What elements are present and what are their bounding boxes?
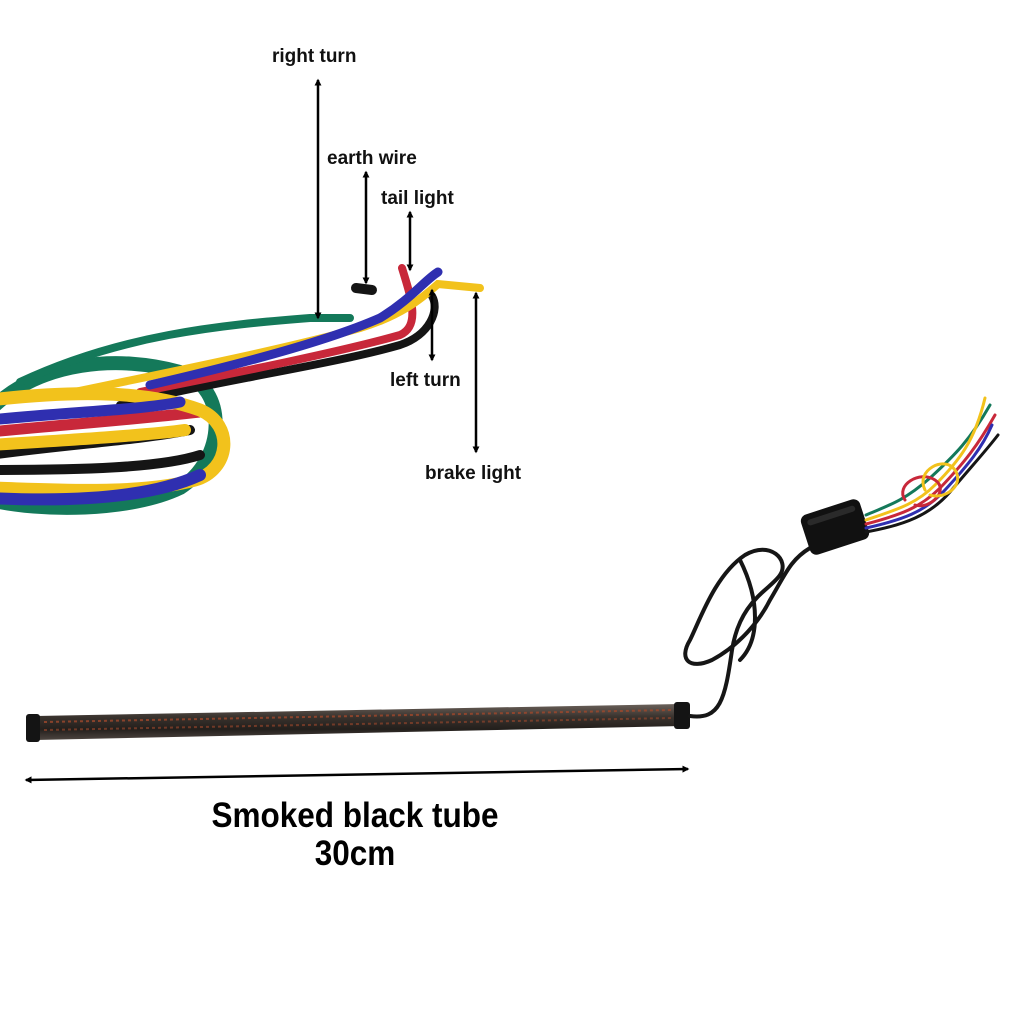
callout-arrows (24, 78, 690, 784)
lead-cable (683, 546, 812, 719)
red-wire (0, 406, 206, 437)
blue-wire (0, 469, 206, 506)
caption-title: Smoked black tube (211, 796, 499, 835)
small-wire-bundle (864, 396, 1000, 534)
wire-bundle (0, 264, 484, 515)
label-brake-light: brake light (425, 463, 522, 484)
caption-length: 30cm (314, 834, 396, 873)
double-arrow-icon (24, 765, 690, 784)
label-right-turn: right turn (272, 46, 357, 67)
yellow-wire (0, 387, 231, 497)
label-left-turn: left turn (390, 370, 461, 391)
label-tail-light: tail light (381, 188, 454, 209)
label-earth-wire: earth wire (327, 148, 417, 169)
controller-box (800, 499, 870, 555)
led-tube (26, 702, 690, 742)
tube-end-cap-left (26, 714, 40, 742)
tube-end-cap-right (674, 702, 690, 729)
